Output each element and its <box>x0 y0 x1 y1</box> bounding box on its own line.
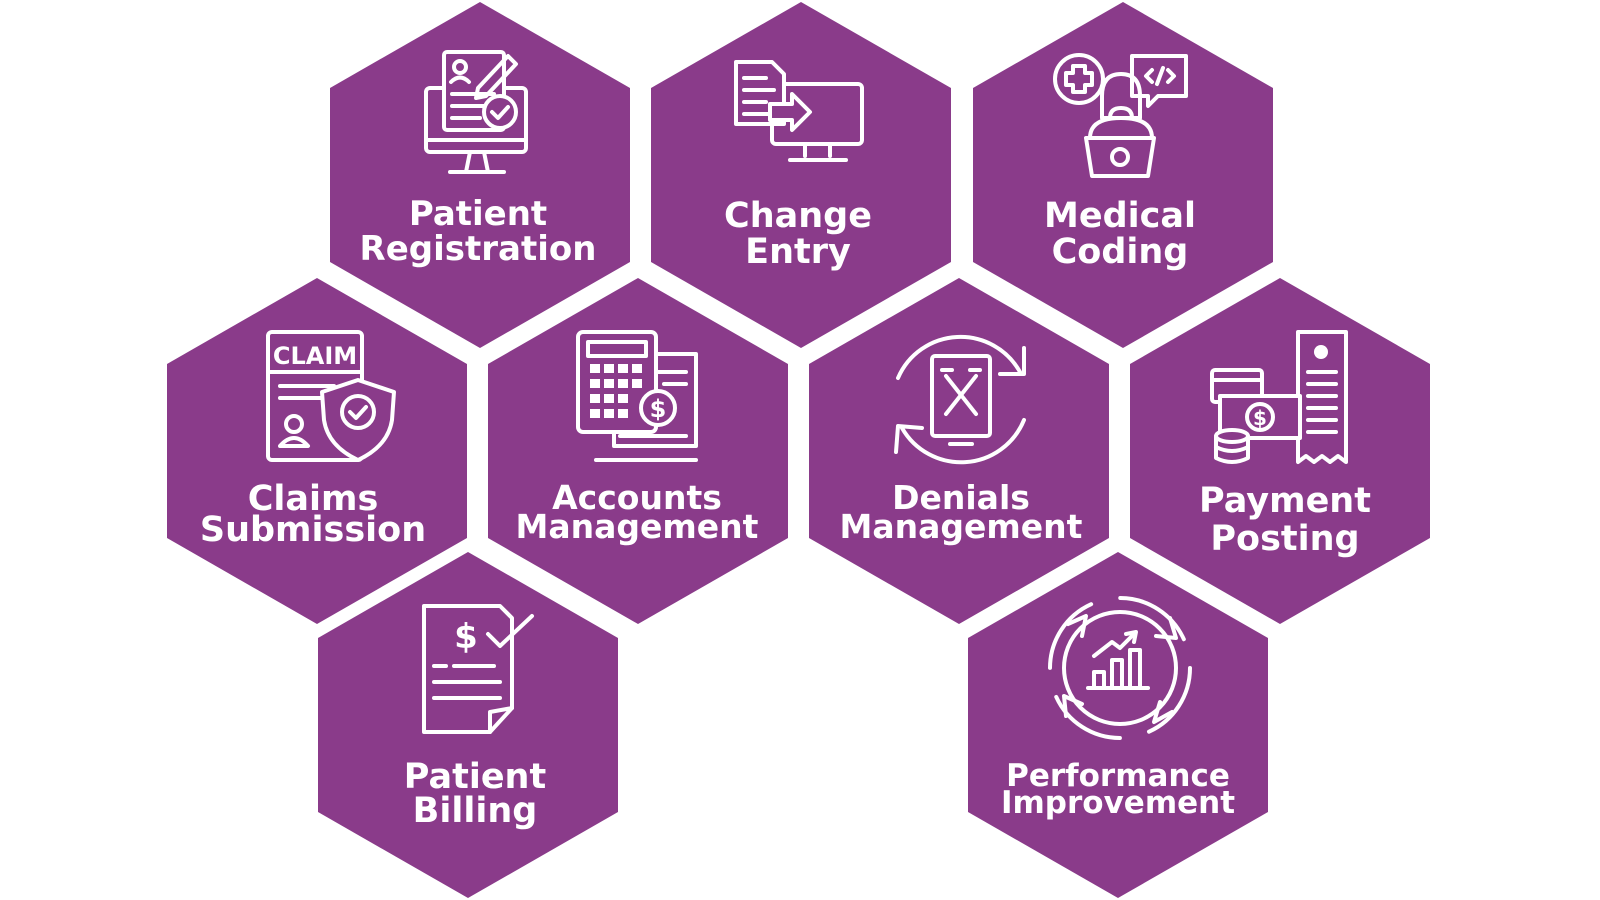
hex-patient-billing: $ Patient Billing <box>318 552 618 898</box>
hex-patient-registration: Patient Registration <box>330 2 630 348</box>
hex-label-line-2: Entry <box>745 232 851 272</box>
hex-label-line-2: Billing <box>413 791 538 831</box>
hex-denials-management: Denials Management <box>809 278 1109 624</box>
calculator-keys <box>590 364 642 418</box>
hex-change-entry: Change Entry <box>651 2 951 348</box>
hex-shape <box>167 278 467 624</box>
hex-shape <box>1130 278 1430 624</box>
hex-label-line-2: Management <box>840 507 1083 546</box>
hex-accounts-management: $ Accounts Management <box>488 278 788 624</box>
dollar-badge-text: $ <box>454 617 478 657</box>
hex-label-line-1: Denials <box>892 478 1030 517</box>
hex-label-line-2: Registration <box>360 229 597 269</box>
hex-label-line-2: Improvement <box>1001 785 1235 821</box>
dollar-badge-text: $ <box>650 395 667 423</box>
hex-payment-posting: $ Payment Posting <box>1130 278 1430 624</box>
bill-checkmark-icon: $ <box>422 604 534 734</box>
hex-label-line-1: Payment <box>1199 481 1371 521</box>
coder-at-laptop-icon <box>1053 53 1188 178</box>
hex-label-line-1: Claims <box>248 479 379 519</box>
denied-document-cycle-icon <box>894 334 1026 465</box>
hex-label-line-1: Medical <box>1044 196 1196 236</box>
dollar-badge-text: $ <box>1253 406 1267 430</box>
hex-label-line-2: Coding <box>1052 232 1189 272</box>
hex-label-line-1: Accounts <box>552 478 722 517</box>
hex-claims-submission: CLAIM Claims Submission <box>167 278 467 624</box>
calculator-invoice-icon: $ <box>576 330 698 462</box>
hex-medical-coding: Medical Coding <box>973 2 1273 348</box>
claim-badge-text: CLAIM <box>273 342 357 370</box>
document-to-monitor-icon <box>734 60 864 162</box>
hex-shape <box>488 278 788 624</box>
hex-shape <box>809 278 1109 624</box>
hex-label-line-2: Posting <box>1210 519 1359 559</box>
hex-label-line-2: Management <box>516 507 759 546</box>
hex-shape <box>330 2 630 348</box>
hex-label-line-1: Performance <box>1006 758 1230 794</box>
claim-shield-icon: CLAIM <box>266 330 396 462</box>
hex-performance-improvement: Performance Improvement <box>968 552 1268 898</box>
hex-label-line-2: Submission <box>200 510 426 550</box>
hex-label-line-1: Change <box>724 196 872 236</box>
growth-chart-cycle-icon <box>1048 596 1192 740</box>
hex-shape <box>318 552 618 898</box>
hex-shape <box>651 2 951 348</box>
cash-receipt-icon: $ <box>1210 330 1348 464</box>
hex-label-line-1: Patient <box>404 757 546 797</box>
registration-monitor-icon <box>424 50 528 174</box>
hex-label-line-1: Patient <box>409 194 547 234</box>
